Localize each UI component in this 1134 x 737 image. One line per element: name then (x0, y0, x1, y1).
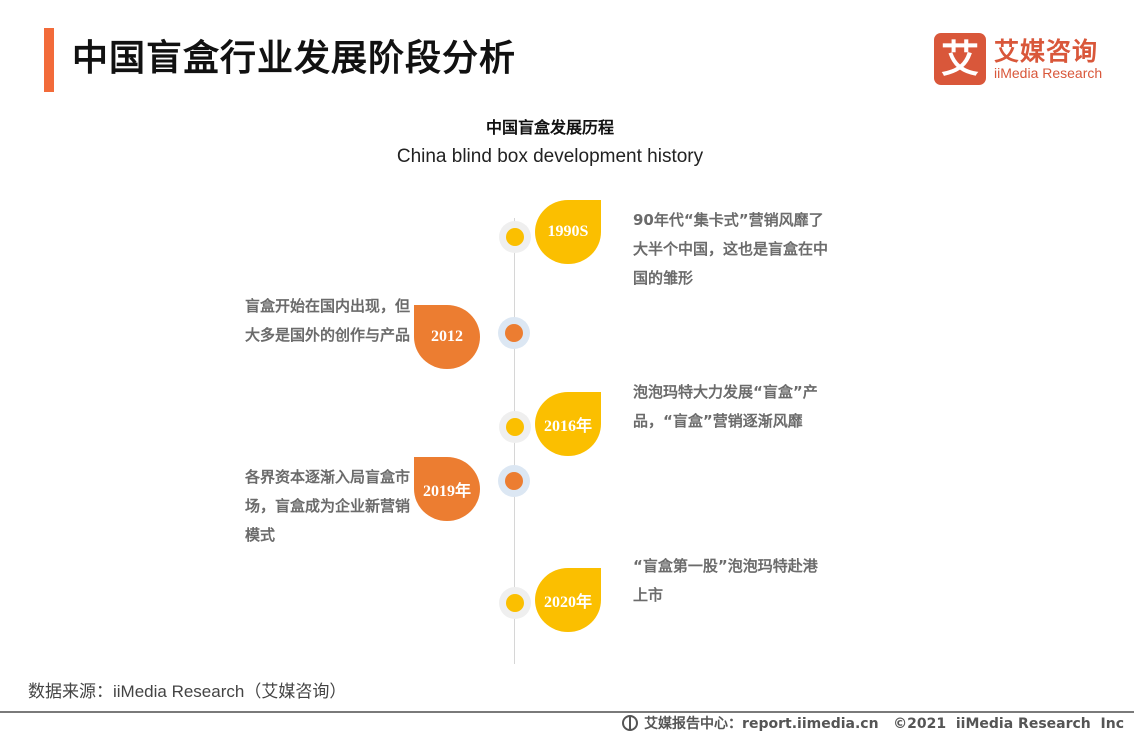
footer-text: 艾媒报告中心：report.iimedia.cn ©2021 iiMedia R… (644, 716, 1124, 732)
timeline-node-2016 (499, 411, 531, 443)
year-badge-2019: 2019年 (414, 457, 480, 521)
event-text-2019: 各界资本逐渐入局盲盒市场，盲盒成为企业新营销模式 (245, 468, 411, 544)
year-badge-2016: 2016年 (535, 392, 601, 456)
node-dot (505, 324, 523, 342)
logo-name-en: iiMedia Research (994, 65, 1103, 81)
event-text-2020: “盲盒第一股”泡泡玛特赴港上市 (633, 557, 818, 604)
node-dot (506, 594, 524, 612)
year-badge-2020: 2020年 (535, 568, 601, 632)
event-text-1990s: 90年代“集卡式”营销风靡了大半个中国，这也是盲盒在中国的雏形 (633, 211, 829, 287)
footer-divider (0, 711, 1134, 713)
title-accent-bar (44, 28, 54, 92)
timeline-node-2020 (499, 587, 531, 619)
iimedia-logo: 艾 艾媒咨询 iiMedia Research (934, 33, 1114, 87)
year-badge-1990s: 1990S (535, 200, 601, 264)
page-title: 中国盲盒行业发展阶段分析 (72, 38, 517, 79)
data-source: 数据来源：iiMedia Research（艾媒咨询） (28, 682, 347, 701)
node-dot (505, 472, 523, 490)
event-text-2016: 泡泡玛特大力发展“盲盒”产品，“盲盒”营销逐渐风靡 (633, 383, 818, 430)
timeline-node-2012 (498, 317, 530, 349)
diagram-title-cn: 中国盲盒发展历程 (485, 118, 614, 137)
timeline-node-1990s (499, 221, 531, 253)
diagram-title-en: China blind box development history (396, 146, 704, 167)
logo-name-cn: 艾媒咨询 (994, 37, 1099, 66)
year-badge-2012: 2012 (414, 305, 480, 369)
logo-mark-icon: 艾 (934, 33, 986, 85)
globe-icon (622, 715, 639, 731)
timeline-node-2019 (498, 465, 530, 497)
node-dot (506, 228, 524, 246)
footer: 艾媒报告中心：report.iimedia.cn ©2021 iiMedia R… (622, 713, 1124, 733)
event-text-2012: 盲盒开始在国内出现，但大多是国外的创作与产品 (245, 297, 411, 344)
node-dot (506, 418, 524, 436)
